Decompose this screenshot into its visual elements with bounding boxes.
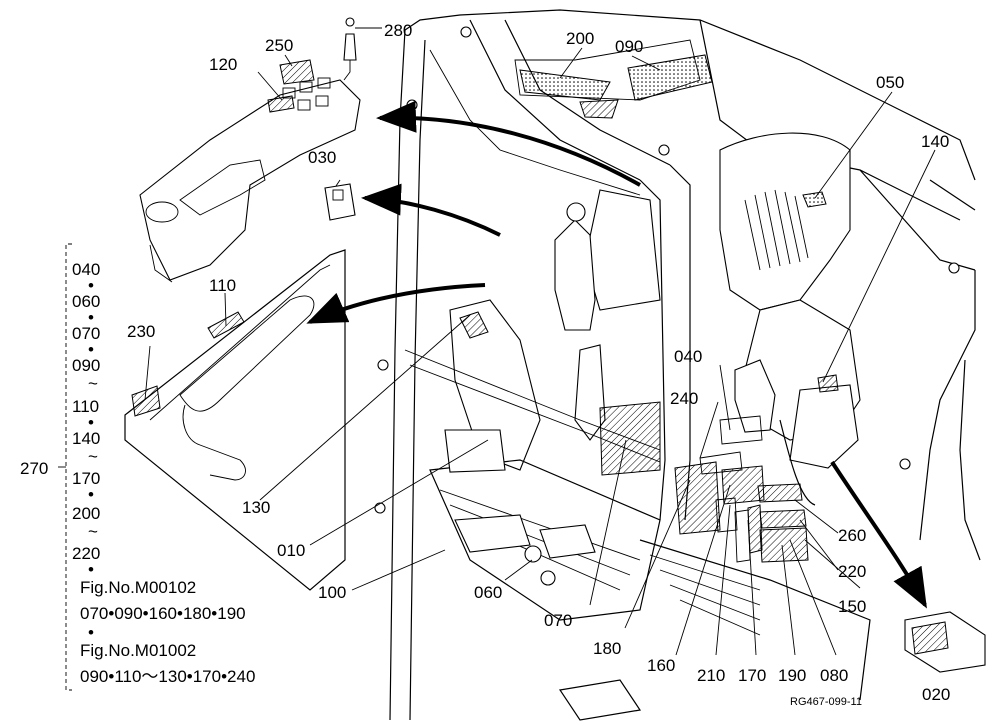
component-020 (904, 611, 986, 673)
fig-note-2: Fig.No.M01002 (80, 641, 196, 660)
right-control-lever (734, 359, 859, 506)
decal-cluster (599, 401, 809, 563)
callout-190: 190 (778, 666, 806, 685)
callout-250: 250 (265, 36, 293, 55)
callout-070: 070 (544, 611, 572, 630)
cab-frame (374, 9, 981, 721)
arrow-icon (830, 460, 927, 609)
callout-030: 030 (308, 148, 336, 167)
fig-note-1-items: 070•090•160•180•190 (80, 604, 246, 623)
bracket-item: 140 (72, 429, 100, 448)
bracket-item: • (88, 276, 94, 295)
bracket-item: 110 (72, 397, 99, 416)
callout-260: 260 (838, 526, 866, 545)
bracket-group-270: 040 • 060 • 070 • 090 ~ 110 • 140 ~ 170 … (58, 243, 255, 691)
roof-decals (514, 39, 713, 119)
bracket-item: ~ (88, 522, 98, 541)
callout-160: 160 (647, 656, 675, 675)
bracket-item: 170 (72, 469, 100, 488)
explode-arrows (306, 100, 927, 609)
callout-020: 020 (922, 685, 950, 704)
bracket-item: 060 (72, 292, 100, 311)
key-switch-part (343, 17, 357, 81)
arrow-icon (376, 100, 641, 187)
callout-210: 210 (697, 666, 725, 685)
callout-060: 060 (474, 583, 502, 602)
callout-150: 150 (838, 597, 866, 616)
arrow-icon (361, 183, 501, 237)
callout-130: 130 (242, 498, 270, 517)
switch-030-part (324, 183, 356, 221)
callout-090: 090 (615, 37, 643, 56)
drawing-code: RG467-099-11 (790, 696, 862, 708)
bracket-item: 070 (72, 324, 100, 343)
fig-note-1: Fig.No.M00102 (80, 578, 196, 597)
bracket-item: 090 (72, 356, 100, 375)
arrow-icon (306, 283, 486, 324)
bracket-item: • (88, 340, 94, 359)
callout-240: 240 (670, 389, 698, 408)
callout-270: 270 (20, 459, 48, 478)
callout-labels: 280 250 120 030 200 090 050 140 110 230 … (20, 21, 950, 708)
callout-040: 040 (674, 347, 702, 366)
callout-080: 080 (820, 666, 848, 685)
callout-120: 120 (209, 55, 237, 74)
bracket-item: • (88, 485, 94, 504)
callout-220: 220 (838, 562, 866, 581)
bracket-item: • (88, 308, 94, 327)
callout-050: 050 (876, 73, 904, 92)
bracket-item: • (88, 560, 94, 579)
callout-010: 010 (277, 541, 305, 560)
callout-170: 170 (738, 666, 766, 685)
bracket-item: 200 (72, 504, 100, 523)
fig-note-bullet: • (88, 623, 94, 642)
callout-100: 100 (318, 583, 346, 602)
bracket-item: ~ (88, 447, 98, 466)
bracket-item: • (88, 413, 94, 432)
left-console (404, 202, 661, 471)
left-side-panel (124, 249, 346, 591)
bracket-item: 040 (72, 260, 100, 279)
callout-200: 200 (566, 29, 594, 48)
bracket-item: 220 (72, 544, 100, 563)
callout-110: 110 (209, 276, 236, 295)
callout-280: 280 (384, 21, 412, 40)
leader-lines (144, 27, 936, 656)
callout-230: 230 (127, 322, 155, 341)
callout-140: 140 (921, 132, 949, 151)
bracket-item: ~ (88, 374, 98, 393)
console-housing (139, 59, 361, 283)
floor (429, 429, 871, 721)
callout-180: 180 (593, 639, 621, 658)
fig-note-2-items: 090•110〜130•170•240 (80, 667, 255, 686)
